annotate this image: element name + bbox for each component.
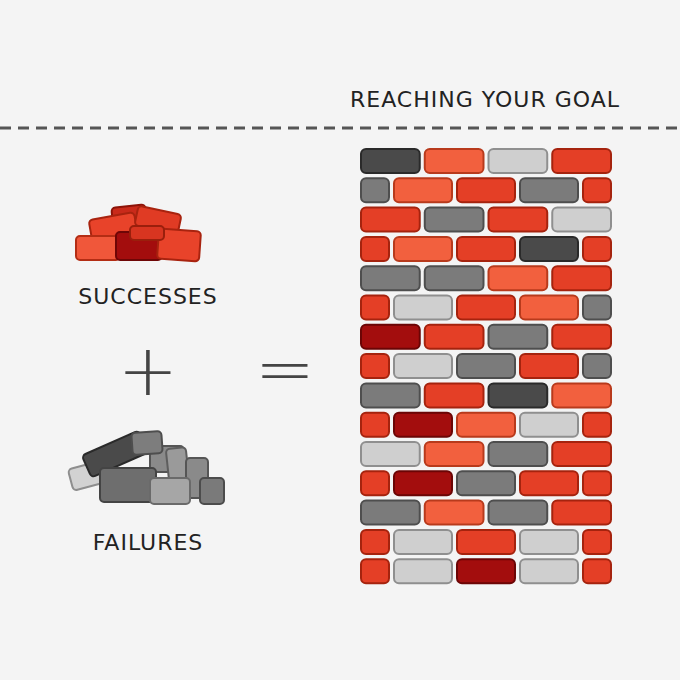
brick [425, 501, 484, 525]
brick [361, 178, 389, 202]
brick [489, 325, 548, 349]
brick [520, 413, 578, 437]
brick [394, 413, 452, 437]
brick [583, 530, 611, 554]
brick [552, 266, 611, 290]
brick [425, 383, 484, 407]
brick [394, 354, 452, 378]
brick [100, 468, 156, 502]
brick [361, 237, 389, 261]
brick [425, 208, 484, 232]
brick [552, 501, 611, 525]
brick [361, 471, 389, 495]
brick [394, 559, 452, 583]
brick [520, 296, 578, 320]
brick [552, 442, 611, 466]
brick [552, 325, 611, 349]
brick [361, 149, 420, 173]
brick [583, 296, 611, 320]
brick [520, 178, 578, 202]
brick [361, 325, 420, 349]
dashed-divider [0, 127, 680, 130]
brick [583, 471, 611, 495]
brick [394, 530, 452, 554]
pile-label: SUCCESSES [78, 286, 218, 308]
brick [520, 237, 578, 261]
brick [425, 325, 484, 349]
brick [76, 236, 120, 260]
brick [361, 559, 389, 583]
brick [583, 559, 611, 583]
brick [394, 296, 452, 320]
brick [361, 383, 420, 407]
brick [552, 149, 611, 173]
brick [583, 237, 611, 261]
brick [489, 501, 548, 525]
brick [489, 149, 548, 173]
brick [200, 478, 224, 504]
brick [520, 471, 578, 495]
brick [425, 266, 484, 290]
equals-sign: = [255, 332, 315, 404]
brick [131, 431, 162, 455]
pile-label: FAILURES [93, 532, 204, 554]
brick [394, 237, 452, 261]
brick [361, 413, 389, 437]
title: REACHING YOUR GOAL [350, 89, 620, 111]
brick [520, 559, 578, 583]
brick [457, 237, 515, 261]
brick [457, 296, 515, 320]
brick [583, 178, 611, 202]
brick [583, 354, 611, 378]
brick-wall [361, 149, 611, 583]
brick [361, 354, 389, 378]
brick [361, 442, 420, 466]
brick [457, 354, 515, 378]
brick [394, 178, 452, 202]
brick [425, 442, 484, 466]
brick [583, 413, 611, 437]
brick [361, 208, 420, 232]
brick [457, 413, 515, 437]
brick [520, 530, 578, 554]
success-bricks [76, 204, 201, 261]
brick [489, 208, 548, 232]
brick [130, 226, 164, 240]
brick [457, 530, 515, 554]
brick [394, 471, 452, 495]
brick [457, 559, 515, 583]
plus-sign: + [118, 334, 178, 406]
brick [361, 530, 389, 554]
failure-bricks [68, 430, 224, 504]
brick [361, 501, 420, 525]
brick [361, 266, 420, 290]
brick [520, 354, 578, 378]
brick [489, 442, 548, 466]
brick [489, 266, 548, 290]
brick [552, 383, 611, 407]
brick [457, 471, 515, 495]
brick [552, 208, 611, 232]
brick [425, 149, 484, 173]
brick [489, 383, 548, 407]
brick [361, 296, 389, 320]
brick [150, 478, 190, 504]
brick [457, 178, 515, 202]
